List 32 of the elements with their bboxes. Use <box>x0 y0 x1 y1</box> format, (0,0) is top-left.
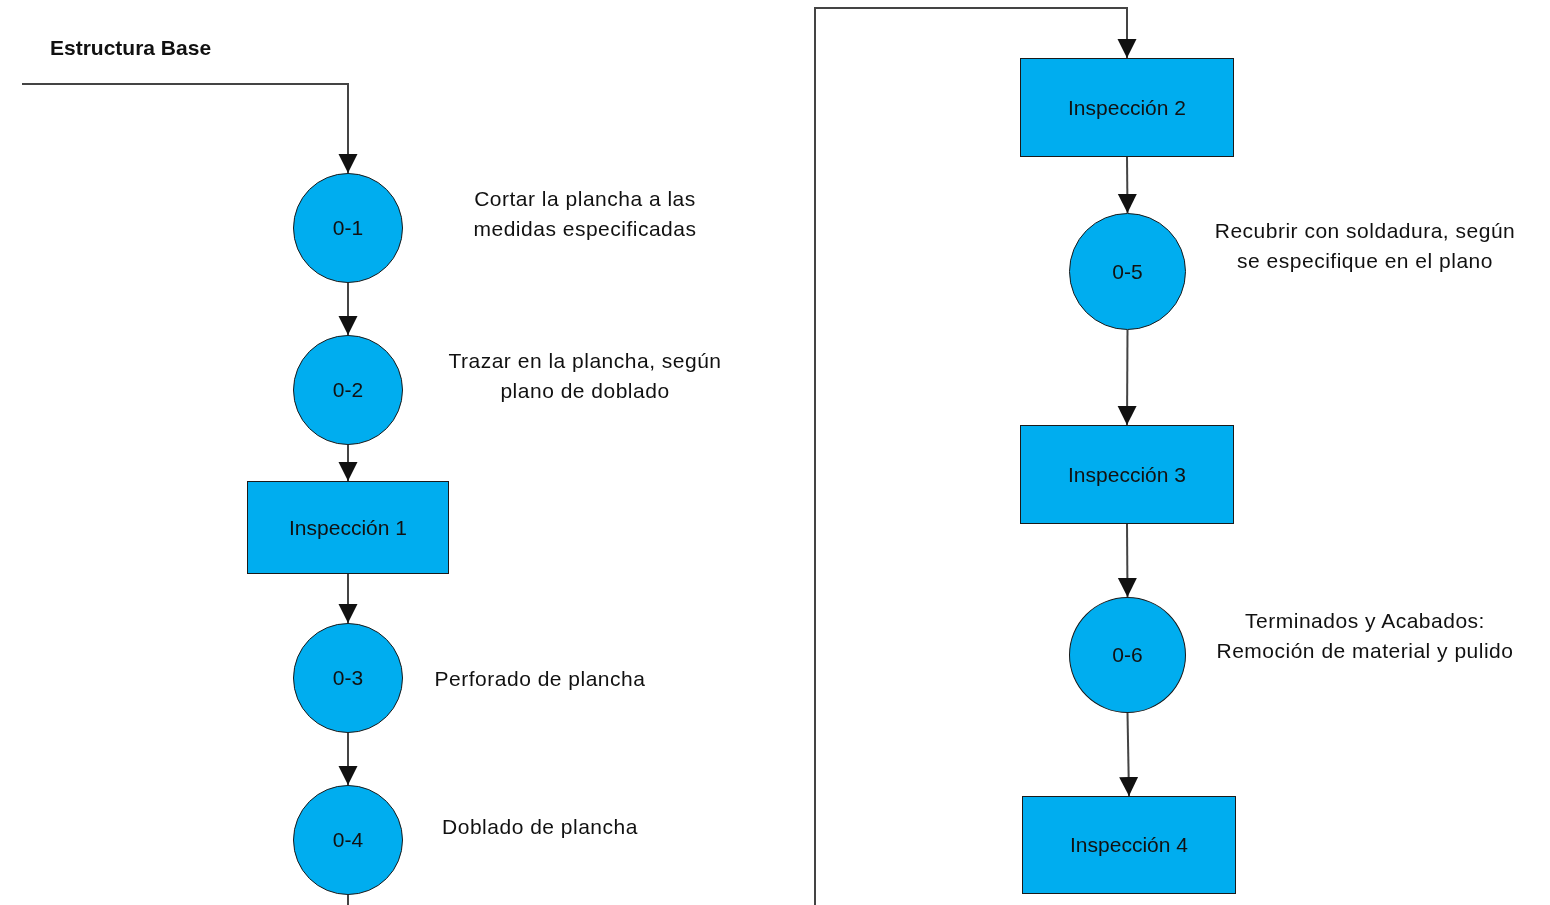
arrow <box>338 444 358 482</box>
node-label: Inspección 2 <box>1068 95 1186 120</box>
step-description: Terminados y Acabados: Remoción de material y pulido <box>1215 608 1515 665</box>
arrow <box>814 7 1137 905</box>
section-heading: Estructura Base <box>50 36 212 60</box>
arrow <box>1119 712 1139 797</box>
connector-line <box>347 894 349 905</box>
arrow <box>338 282 358 336</box>
arrow <box>21 83 358 174</box>
inspection-box <box>247 481 449 574</box>
inspection-box <box>1020 58 1234 157</box>
arrow <box>1117 156 1137 214</box>
arrow <box>1117 523 1137 598</box>
step-description: Trazar en la plancha, según plano de doblado <box>447 348 723 405</box>
node-label: 0-1 <box>332 216 364 240</box>
arrow <box>1117 329 1137 426</box>
arrow <box>338 732 358 786</box>
node-label: 0-3 <box>332 666 364 690</box>
node-label: 0-2 <box>332 378 364 402</box>
node-label: Inspección 3 <box>1068 462 1186 487</box>
step-description: Recubrir con soldadura, según se especifique en el plano <box>1213 218 1517 275</box>
step-description: Doblado de plancha <box>441 814 639 840</box>
arrow <box>338 573 358 624</box>
node-label: Inspección 1 <box>289 515 407 540</box>
node-label: 0-6 <box>1112 643 1143 667</box>
inspection-box <box>1022 796 1236 894</box>
node-label: 0-4 <box>332 828 364 852</box>
step-description: Cortar la plancha a las medidas especificadas <box>472 186 698 243</box>
node-label: 0-5 <box>1112 259 1143 284</box>
node-label: Inspección 4 <box>1070 833 1188 857</box>
step-description: Perforado de plancha <box>433 666 647 692</box>
inspection-box <box>1020 425 1234 524</box>
